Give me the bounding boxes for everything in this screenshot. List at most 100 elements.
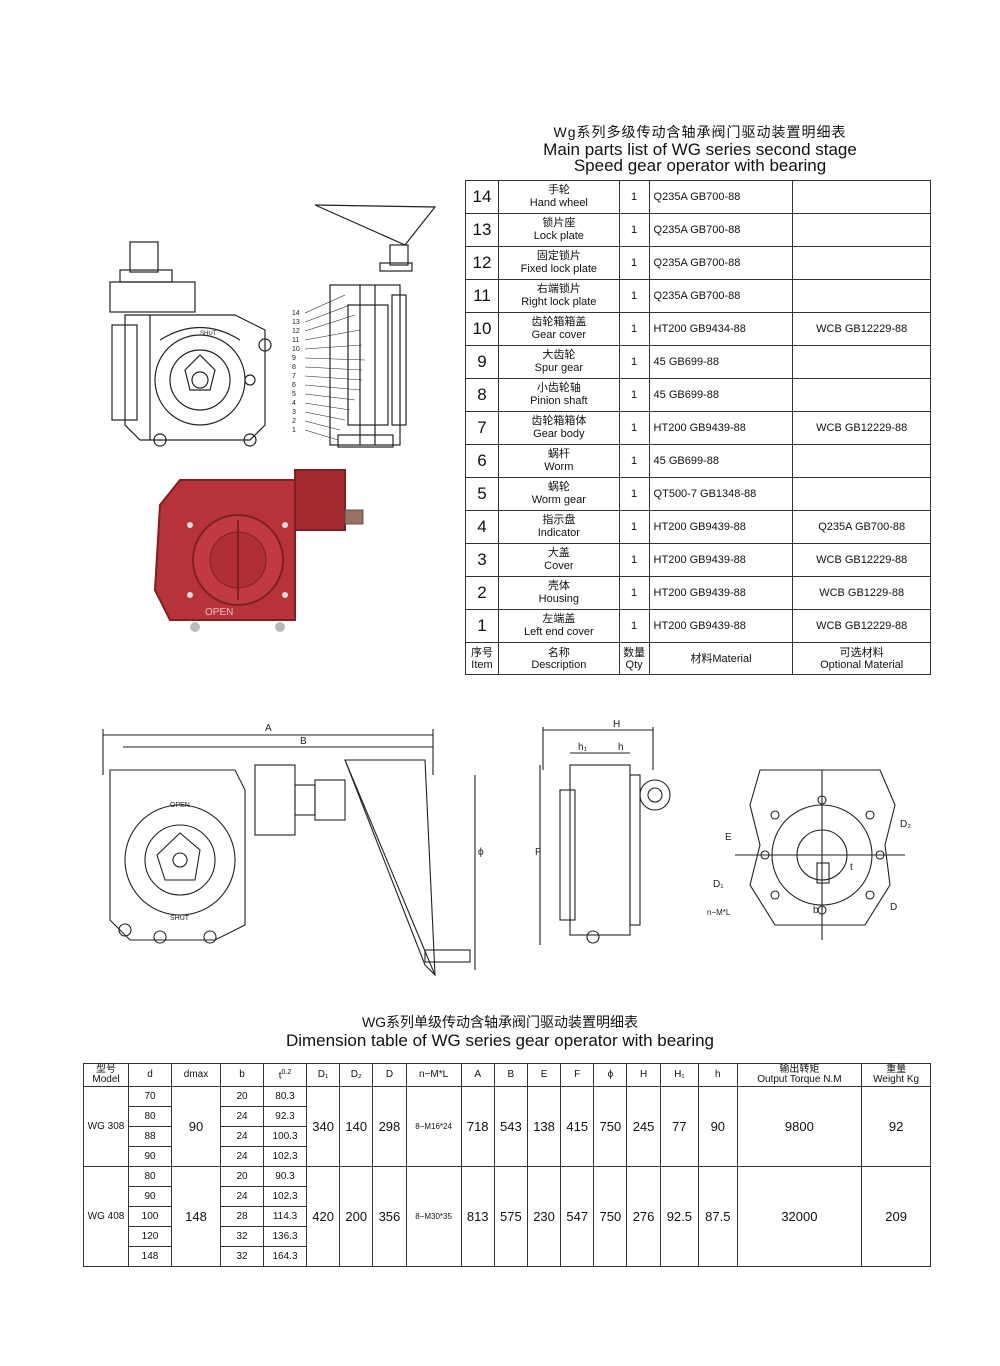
dim-label-h1: h₁ (578, 742, 588, 753)
dims-header-text: H₁ (674, 1069, 685, 1080)
part-qty: 1 (618, 180, 650, 214)
dims-title-cn: WG系列单级传动含轴承阀门驱动装置明细表 (361, 1014, 639, 1030)
b-cell: 24 (220, 1186, 264, 1207)
cover-circle (154, 334, 246, 426)
dims-header-cell: E (526, 1063, 562, 1087)
part-material: HT200 GB9439-88 (648, 411, 794, 445)
part-optional-material: WCB GB12229-88 (792, 411, 931, 445)
part-number: 3 (465, 543, 499, 577)
part-optional-material (792, 180, 931, 214)
dims-header-cell: D₂ (339, 1063, 374, 1087)
t-cell: 136.3 (263, 1226, 307, 1247)
dims-header-text: n−M*L (418, 1069, 449, 1080)
dims-header-text: t (278, 1070, 282, 1082)
parts-header-cell: 材料Material (648, 642, 794, 675)
dim-f-cell: 415 (560, 1086, 595, 1167)
part-name-cn: 齿轮箱箱体 (531, 415, 587, 427)
dims-header-text: d (147, 1069, 153, 1080)
dim-e-cell: 230 (526, 1166, 562, 1267)
drawing-shut-label: SHUT (200, 331, 217, 337)
part-optional-material (792, 345, 931, 379)
part-number: 12 (465, 246, 499, 280)
dim-f-cell: 547 (560, 1166, 595, 1267)
dmax-cell: 90 (171, 1086, 221, 1167)
dim-nml-cell: 8−M30*35 (405, 1166, 462, 1267)
housing-outline (124, 314, 266, 441)
t-cell: 164.3 (263, 1246, 307, 1267)
b-cell: 24 (220, 1106, 264, 1127)
part-optional-material (792, 444, 931, 478)
part-name-en: Spur gear (534, 362, 583, 374)
parts-header-text: Description (531, 658, 587, 671)
dim-label-h-small: h (618, 742, 624, 753)
part-name-cn: 蜗杆 (547, 448, 570, 460)
dim-weight-cell: 92 (861, 1086, 931, 1167)
dim-label-nml: n−M*L (707, 908, 731, 917)
dims-header-text: F (574, 1069, 581, 1080)
dims-header-cell: H₁ (659, 1063, 700, 1087)
callout-number: 12 (292, 328, 300, 335)
b-cell: 20 (220, 1166, 264, 1187)
part-number: 8 (465, 378, 499, 412)
part-name-cn: 大盖 (547, 547, 570, 559)
part-optional-material: Q235A GB700-88 (792, 510, 931, 544)
part-optional-material (792, 213, 931, 247)
dims-header-text: 重量 (886, 1064, 907, 1075)
dim-e-cell: 138 (526, 1086, 562, 1167)
t-cell: 92.3 (263, 1106, 307, 1127)
parts-header-text: 可选材料 (839, 646, 884, 659)
dim-d2-cell: 140 (339, 1086, 374, 1167)
parts-header-text: 数量 (623, 646, 646, 659)
part-name-en: Left end cover (523, 626, 594, 638)
t-cell: 80.3 (263, 1086, 307, 1107)
part-material: HT200 GB9439-88 (648, 609, 794, 643)
callout-number: 11 (292, 337, 299, 344)
product-photo: OPEN (153, 469, 364, 632)
dim-label-e: E (725, 832, 732, 843)
part-number: 13 (465, 213, 499, 247)
dim-h-cell: 87.5 (698, 1166, 738, 1267)
dims-header-cell: d (128, 1063, 172, 1087)
part-name-cn: 小齿轮轴 (536, 382, 581, 394)
dim-label-t: t (850, 862, 853, 873)
parts-title-en-2: Speed gear operator with bearing (573, 156, 827, 175)
part-name-en: Lock plate (533, 230, 584, 242)
parts-header-text: Qty (625, 658, 643, 671)
dim-b-cell: 543 (493, 1086, 528, 1167)
part-name-cn: 锁片座 (542, 217, 576, 229)
part-qty: 1 (618, 213, 650, 247)
dims-header-text: D₂ (350, 1069, 362, 1080)
part-optional-material: WCB GB12229-88 (792, 312, 931, 346)
dims-header-cell: A (460, 1063, 495, 1087)
dim-d1-cell: 340 (305, 1086, 341, 1167)
part-optional-material (792, 279, 931, 313)
part-number: 2 (465, 576, 499, 610)
part-name-cn: 大齿轮 (542, 349, 576, 361)
part-optional-material: WCB GB12229-88 (792, 609, 931, 643)
parts-title-en-1: Main parts list of WG series second stag… (543, 140, 857, 159)
part-material: Q235A GB700-88 (648, 213, 794, 247)
callout-number: 3 (292, 409, 296, 416)
dims-header-cell: ϕ (593, 1063, 628, 1087)
